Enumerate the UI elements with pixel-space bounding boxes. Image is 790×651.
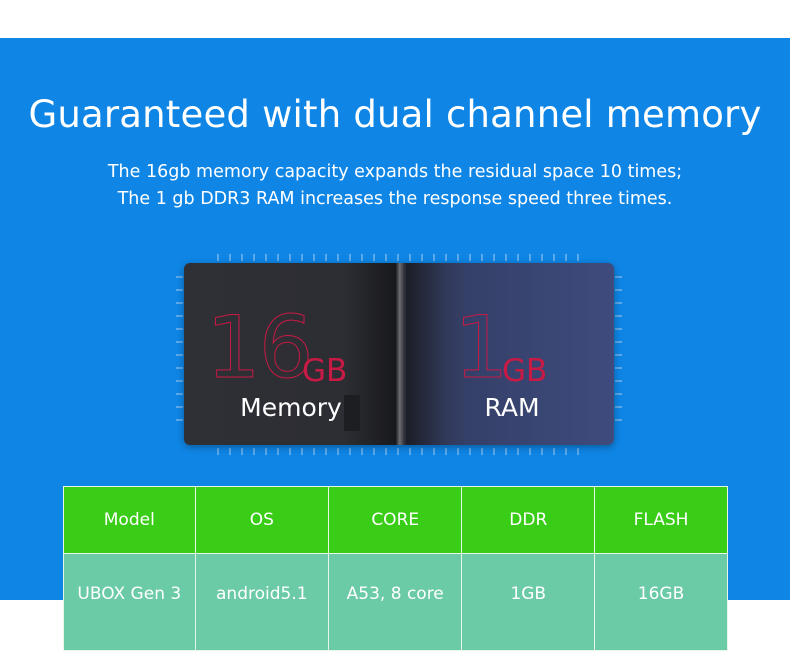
header-model: Model (63, 486, 196, 554)
header-core: CORE (327, 486, 463, 554)
top-white-strip (0, 0, 790, 38)
memory-capacity-unit: GB (302, 353, 348, 389)
ram-capacity-unit: GB (502, 353, 548, 389)
chip-pins (176, 254, 622, 455)
cell-core: A53, 8 core (327, 553, 463, 651)
spec-header-row: Model OS CORE DDR FLASH (63, 486, 728, 554)
ram-capacity-number: 1 (454, 298, 510, 398)
header-ddr: DDR (461, 486, 596, 554)
cell-model: UBOX Gen 3 (63, 553, 196, 651)
table-row: UBOX Gen 3 android5.1 A53, 8 core 1GB 16… (63, 553, 728, 651)
chip-divider (396, 263, 404, 445)
header-os: OS (194, 486, 329, 554)
memory-capacity-number: 16 (205, 298, 313, 398)
chip-notch (344, 395, 360, 431)
cell-os: android5.1 (194, 553, 329, 651)
cell-flash: 16GB (594, 553, 728, 651)
memory-chip: 16 GB Memory 1 GB RAM (184, 263, 614, 445)
spec-table: Model OS CORE DDR FLASH UBOX Gen 3 andro… (63, 486, 728, 651)
headline: Guaranteed with dual channel memory (28, 93, 762, 136)
memory-chip-illustration: 16 GB Memory 1 GB RAM (176, 253, 622, 456)
header-flash: FLASH (594, 486, 728, 554)
subtitle-line-1: The 16gb memory capacity expands the res… (107, 162, 683, 182)
subtitle-line-2: The 1 gb DDR3 RAM increases the response… (117, 189, 673, 209)
memory-label: Memory (240, 393, 342, 422)
ram-label: RAM (484, 393, 540, 422)
cell-ddr: 1GB (461, 553, 596, 651)
